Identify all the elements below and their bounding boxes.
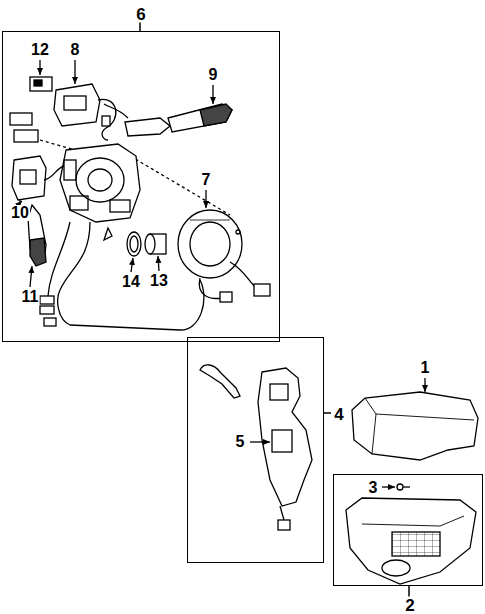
callout-number: 7 [201, 172, 212, 188]
callout-number: 12 [30, 42, 50, 58]
group-box: 4 [187, 337, 324, 563]
callout-number: 1 [420, 360, 431, 376]
callout-number: 9 [208, 67, 219, 83]
group-number: 4 [333, 406, 344, 423]
callout-number: 5 [235, 434, 246, 450]
callout-number: 11 [21, 289, 40, 305]
callout-number: 3 [368, 480, 379, 496]
group-box: 6 [2, 31, 280, 342]
callout-number: 14 [121, 274, 141, 290]
callout-number: 13 [149, 273, 169, 289]
callout-number: 10 [10, 205, 30, 221]
group-box: 2 [333, 474, 483, 586]
group-number: 2 [404, 597, 415, 614]
callout-number: 8 [70, 42, 81, 58]
group-number: 6 [135, 6, 146, 23]
